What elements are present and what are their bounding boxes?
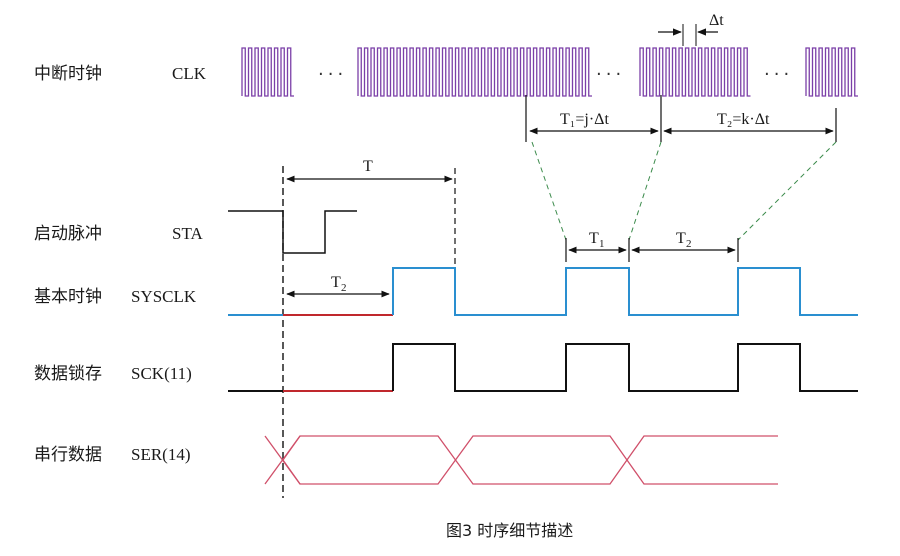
t1-label: T bbox=[589, 230, 599, 247]
t-period-marker: T bbox=[286, 158, 456, 266]
figure-caption: 图3 时序细节描述 bbox=[446, 521, 573, 540]
signal-label-en-clk: CLK bbox=[172, 64, 207, 83]
t1-equation-label: T₁=j·Δt bbox=[560, 111, 609, 128]
ser-waveform bbox=[264, 435, 778, 485]
t2-sysclk-marker: T 2 bbox=[286, 274, 390, 298]
sysclk-waveform bbox=[392, 267, 858, 316]
clk-waveform-segment-2 bbox=[357, 47, 592, 97]
t2-label: T bbox=[676, 230, 686, 247]
signal-label-cn-sysclk: 基本时钟 bbox=[34, 287, 102, 307]
t2-label-sub: 2 bbox=[686, 238, 692, 250]
signal-label-en-ser: SER(14) bbox=[131, 445, 191, 464]
t1-t2-sysclk-spans: T 1 T 2 bbox=[565, 230, 739, 262]
signal-label-cn-clk: 中断时钟 bbox=[34, 64, 102, 84]
t2-sysclk-label: T bbox=[331, 274, 341, 291]
clk-ellipsis-1: ··· bbox=[318, 64, 347, 85]
sta-waveform bbox=[228, 210, 357, 254]
clk-waveform-segment-4 bbox=[805, 47, 858, 97]
sck-waveform bbox=[392, 343, 858, 392]
signal-label-cn-sck: 数据锁存 bbox=[34, 364, 102, 384]
clk-ellipsis-3: ··· bbox=[764, 64, 793, 85]
projection-lines bbox=[531, 141, 837, 241]
signal-label-en-sta: STA bbox=[172, 224, 203, 243]
signal-label-cn-sta: 启动脉冲 bbox=[34, 224, 102, 244]
delta-t-marker: Δt bbox=[658, 12, 724, 46]
clk-ellipsis-2: ··· bbox=[596, 64, 625, 85]
t2-sysclk-label-sub: 2 bbox=[341, 282, 347, 294]
t1-label-sub: 1 bbox=[599, 238, 605, 250]
delta-t-label: Δt bbox=[709, 12, 724, 29]
signal-label-cn-ser: 串行数据 bbox=[34, 445, 102, 465]
clk-waveform-segment-1 bbox=[241, 47, 294, 97]
signal-label-en-sck: SCK(11) bbox=[131, 364, 192, 383]
t1-t2-clk-spans: T₁=j·Δt T₂=k·Δt bbox=[525, 95, 837, 142]
signal-label-en-sysclk: SYSCLK bbox=[131, 287, 197, 306]
t-period-label: T bbox=[363, 158, 373, 175]
clk-waveform-segment-3 bbox=[639, 47, 751, 97]
t2-equation-label: T₂=k·Δt bbox=[717, 111, 770, 128]
